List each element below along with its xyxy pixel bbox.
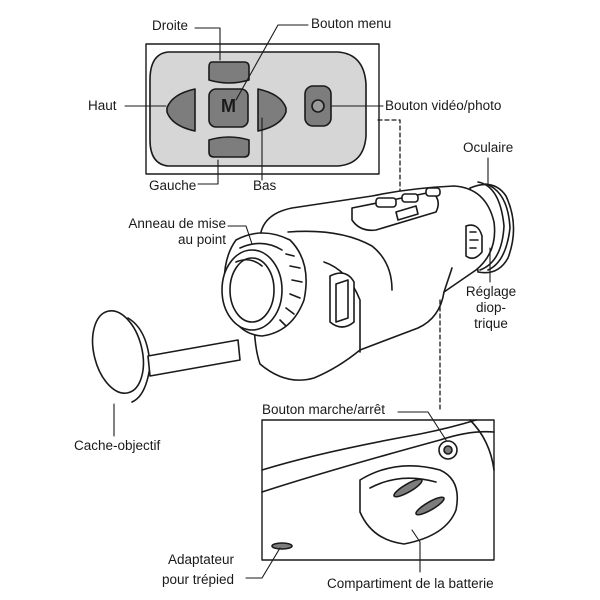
label-bouton-marche-arret: Bouton marche/arrêt (262, 402, 386, 417)
label-adaptateur-line2: pour trépied (161, 572, 234, 587)
label-reglage-line3: trique (474, 316, 508, 331)
button-down (257, 88, 287, 132)
bottom-inset (261, 419, 495, 561)
tripod-adapter (271, 542, 293, 550)
button-up (166, 88, 196, 132)
button-menu (208, 88, 249, 128)
button-right (208, 61, 250, 84)
label-anneau-line2: au point (177, 232, 226, 247)
label-cache-objectif: Cache-objectif (74, 438, 161, 453)
button-left (208, 136, 250, 158)
label-bouton-menu: Bouton menu (311, 16, 392, 31)
label-droite: Droite (152, 18, 189, 33)
label-anneau-line1: Anneau de mise (128, 216, 226, 231)
label-gauche: Gauche (149, 178, 197, 193)
menu-key-letter: M (221, 96, 236, 116)
device-body (221, 181, 515, 381)
label-haut: Haut (88, 98, 117, 113)
label-oculaire: Oculaire (463, 140, 514, 155)
lens-cap (91, 310, 241, 403)
label-reglage-line2: diop- (475, 300, 507, 315)
label-bouton-video-photo: Bouton vidéo/photo (385, 98, 502, 113)
label-bas: Bas (253, 178, 277, 193)
label-compartiment-batterie: Compartiment de la batterie (327, 576, 494, 591)
label-adaptateur-line1: Adaptateur (167, 552, 234, 567)
label-reglage-line1: Réglage (465, 284, 517, 299)
control-panel-inset (145, 43, 380, 175)
